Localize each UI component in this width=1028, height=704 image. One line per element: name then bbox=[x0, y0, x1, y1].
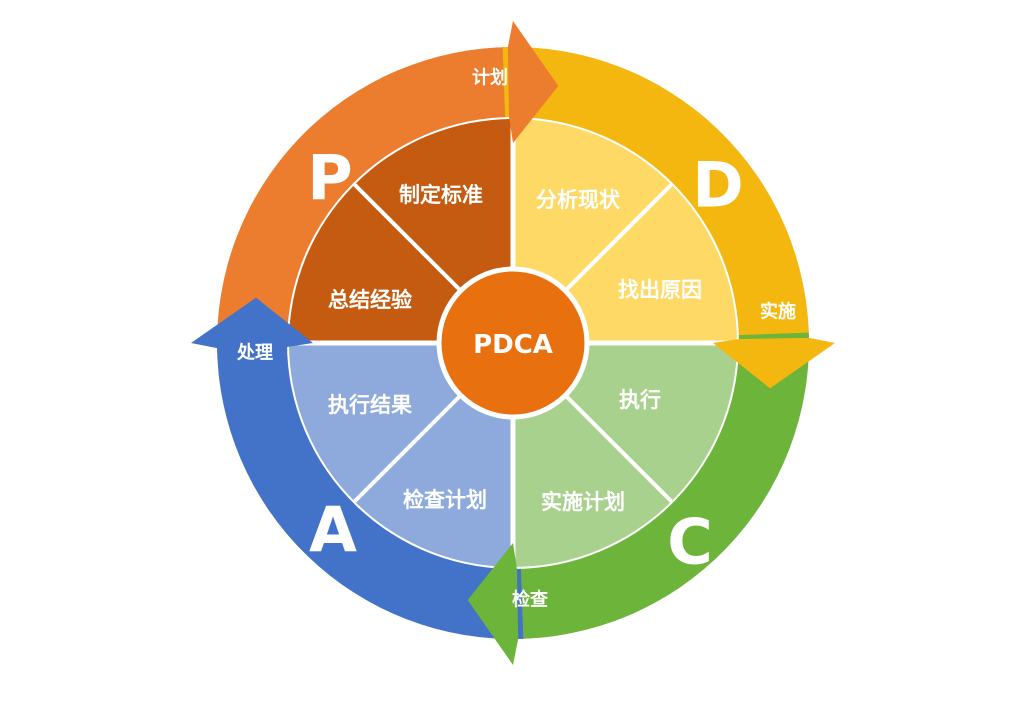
act-ring-band bbox=[217, 343, 524, 639]
plan-ring-band bbox=[216, 47, 513, 354]
segment-label: 执行结果 bbox=[328, 393, 412, 417]
phase-letter-a: A bbox=[309, 494, 357, 567]
phase-letter-d: D bbox=[692, 149, 743, 222]
segment-label: 总结经验 bbox=[328, 288, 412, 312]
check-arrow-head bbox=[467, 543, 519, 665]
check-ring-band bbox=[513, 332, 810, 640]
arrow-heads bbox=[191, 21, 835, 665]
segment-label: 检查计划 bbox=[403, 488, 487, 512]
do-arrow-head bbox=[713, 337, 835, 389]
center-label: PDCA bbox=[473, 330, 553, 360]
segment-label: 分析现状 bbox=[536, 188, 621, 212]
center-circle bbox=[436, 266, 590, 420]
segment-label: 执行 bbox=[619, 388, 661, 412]
phase-letter-p: P bbox=[307, 142, 352, 215]
plan-arrow-head bbox=[507, 21, 559, 143]
arrow-label-act: 处理 bbox=[236, 342, 273, 364]
ring-bands bbox=[216, 47, 810, 640]
segment-label: 找出原因 bbox=[618, 278, 702, 302]
phase-letter-c: C bbox=[667, 506, 713, 579]
segment-label: 制定标准 bbox=[399, 183, 483, 207]
arrow-label-plan: 计划 bbox=[472, 67, 508, 89]
arrow-label-check: 检查 bbox=[512, 589, 548, 611]
act-arrow-head bbox=[191, 297, 313, 349]
do-ring-band bbox=[502, 47, 810, 343]
segment-label: 实施计划 bbox=[541, 490, 625, 514]
arrow-label-do: 实施 bbox=[760, 301, 796, 323]
